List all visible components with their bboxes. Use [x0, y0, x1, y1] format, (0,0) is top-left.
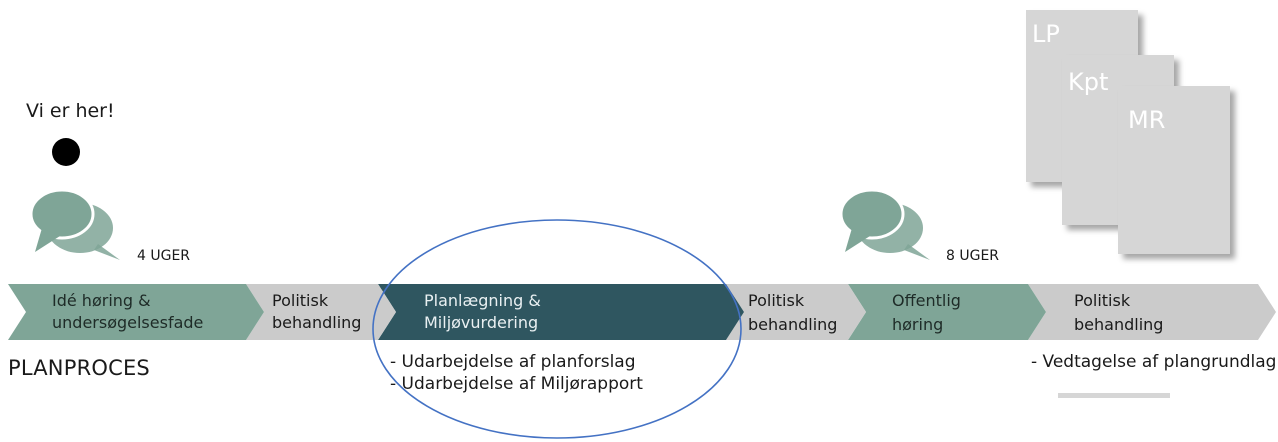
stage-labels: Idé høring & undersøgelsesfade Politisk …: [52, 291, 1163, 334]
highlight-ellipse: [372, 219, 742, 439]
document-kpt-label: Kpt: [1068, 68, 1108, 96]
process-title: PLANPROCES: [8, 356, 150, 380]
stage-3-line1: Planlægning &: [424, 291, 541, 310]
stage-3-shape: [378, 284, 744, 340]
stage-1-line2: undersøgelsesfade: [52, 313, 203, 332]
stage-2-line2: behandling: [272, 313, 361, 332]
stage-4-shape: [726, 284, 866, 340]
stage-5-shape: [848, 284, 1046, 340]
speech-bubbles-icon: [839, 188, 930, 260]
process-arrow: [8, 284, 1276, 340]
document-edge: [1058, 393, 1170, 398]
planning-note-2: - Udarbejdelse af Miljørapport: [390, 374, 643, 394]
stage-2-line1: Politisk: [272, 291, 329, 310]
adoption-note: - Vedtagelse af plangrundlag: [1031, 352, 1277, 372]
duration-second: 8 UGER: [946, 248, 1000, 264]
duration-first: 4 UGER: [137, 248, 191, 264]
stage-3-line2: Miljøvurdering: [424, 313, 538, 332]
stage-6-line1: Politisk: [1074, 291, 1131, 310]
stage-5-line2: høring: [892, 315, 943, 334]
planning-note-1: - Udarbejdelse af planforslag: [390, 352, 636, 372]
document-lp-label: LP: [1032, 20, 1060, 48]
current-stage-label: Vi er her!: [26, 100, 115, 122]
stage-5-line1: Offentlig: [892, 291, 961, 310]
document-mr: MR: [1118, 86, 1230, 254]
stage-6-line2: behandling: [1074, 315, 1163, 334]
current-stage-dot: [52, 138, 80, 166]
document-mr-label: MR: [1128, 106, 1165, 134]
document-stack: LP Kpt MR: [1026, 10, 1230, 254]
stage-1-line1: Idé høring &: [52, 291, 151, 310]
stage-6-shape: [1028, 284, 1276, 340]
stage-1-shape: [8, 284, 264, 340]
stage-2-shape: [246, 284, 396, 340]
stage-4-line2: behandling: [748, 315, 837, 334]
stage-4-line1: Politisk: [748, 291, 805, 310]
speech-bubbles-icon: [29, 188, 120, 260]
